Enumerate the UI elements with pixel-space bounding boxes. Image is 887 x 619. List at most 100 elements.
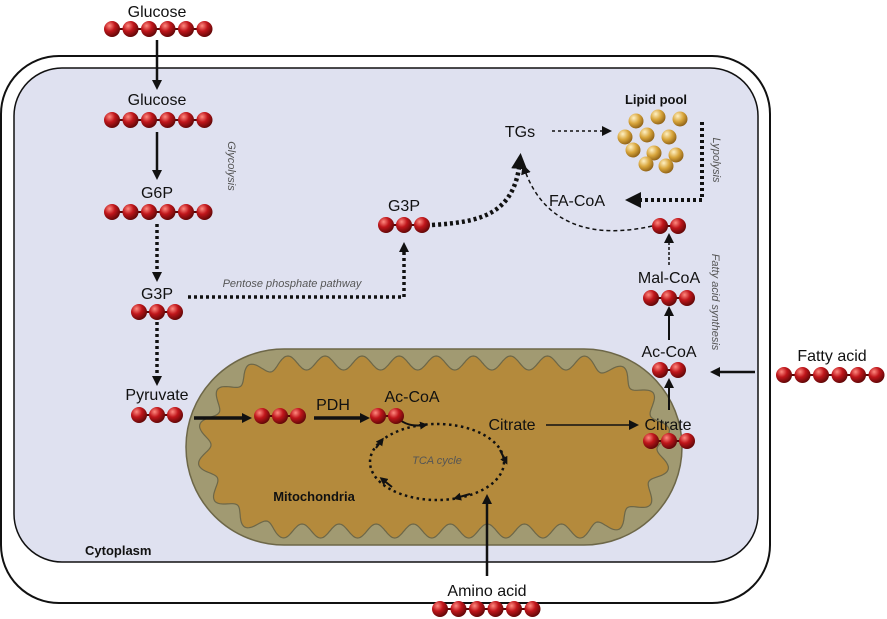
label-fa-coa: FA-CoA — [549, 193, 605, 210]
chain-glucose-outside-bead — [196, 21, 213, 37]
chain-fatty-acid-bead — [794, 367, 811, 383]
chain-glucose-inside-bead — [196, 112, 213, 128]
chain-g3p-top — [378, 217, 430, 233]
chain-citrate-cyto-bead — [679, 433, 695, 449]
label-amino-acid: Amino acid — [447, 583, 526, 600]
chain-g3p-left-bead — [131, 304, 147, 320]
label-lipid-pool: Lipid pool — [625, 92, 687, 107]
label-mitochondria: Mitochondria — [273, 489, 355, 504]
lipid-droplets — [617, 109, 688, 174]
tca-arrow-4 — [375, 437, 384, 449]
label-glucose-outside: Glucose — [128, 4, 187, 21]
label-citrate-cyto: Citrate — [644, 417, 691, 434]
chain-pyruvate — [131, 407, 183, 423]
chain-ac-coa-cyto-bead — [670, 362, 686, 378]
chain-pyruvate-bead — [131, 407, 147, 423]
label-g3p-left: G3P — [141, 286, 173, 303]
chain-fatty-acid — [776, 367, 885, 383]
chain-mal-coa — [643, 290, 695, 306]
lipid-droplet — [650, 109, 666, 125]
chain-glucose-outside — [104, 21, 213, 37]
label-pdh: PDH — [316, 397, 350, 414]
chain-g3p-left — [131, 304, 183, 320]
chain-g6p-bead — [104, 204, 120, 220]
chain-glucose-inside — [104, 112, 213, 128]
chain-pyruvate-bead — [167, 407, 183, 423]
chain-mal-coa-bead — [643, 290, 659, 306]
chain-glucose-outside-bead — [159, 21, 176, 37]
bead-chains — [104, 21, 885, 617]
arrow-ppp — [188, 242, 409, 299]
chain-g6p-bead — [178, 204, 194, 220]
chain-mito-pyruvate-bead — [272, 408, 288, 424]
chain-g3p-top-bead — [396, 217, 412, 233]
label-pentose-phosphate: Pentose phosphate pathway — [223, 278, 363, 290]
chain-glucose-inside-bead — [141, 112, 157, 128]
chain-ac-coa-mito-bead — [388, 408, 404, 424]
label-g3p-top: G3P — [388, 198, 420, 215]
chain-g6p-bead — [122, 204, 139, 220]
chain-amino-acid-bead — [524, 601, 541, 617]
chain-glucose-inside-bead — [104, 112, 120, 128]
chain-g6p-bead — [196, 204, 213, 220]
chain-g3p-left-bead — [167, 304, 183, 320]
arrow-acoa-cycle — [399, 419, 428, 430]
chain-ac-coa-mito-bead — [370, 408, 386, 424]
chain-ac-coa-mito — [370, 408, 404, 424]
chain-mito-pyruvate — [254, 408, 306, 424]
mitochondrion-inner — [197, 355, 671, 539]
label-pyruvate: Pyruvate — [125, 387, 188, 404]
label-glycolysis: Glycolysis — [225, 141, 237, 191]
chain-glucose-outside-bead — [122, 21, 139, 37]
chain-glucose-outside-bead — [104, 21, 120, 37]
arrow-g3p-tgs — [431, 153, 528, 228]
chain-glucose-outside-bead — [178, 21, 194, 37]
lipid-droplet — [661, 129, 677, 145]
chain-amino-acid-bead — [432, 601, 448, 617]
arrow-lypolysis — [625, 122, 704, 208]
chain-g3p-top-bead — [414, 217, 430, 233]
chain-fatty-acid-bead — [813, 367, 829, 383]
tca-arrow-3 — [379, 477, 393, 488]
label-ac-coa-cyto: Ac-CoA — [641, 344, 696, 361]
chain-fa-two — [652, 218, 686, 234]
lipid-droplet — [658, 158, 674, 174]
chain-glucose-inside-bead — [159, 112, 176, 128]
chain-ac-coa-cyto — [652, 362, 686, 378]
chain-fatty-acid-bead — [868, 367, 885, 383]
lipid-droplet — [625, 142, 641, 158]
chain-g6p-bead — [159, 204, 176, 220]
chain-amino-acid-bead — [450, 601, 467, 617]
chain-mal-coa-bead — [661, 290, 677, 306]
label-fatty-acid: Fatty acid — [797, 348, 866, 365]
label-g6p: G6P — [141, 185, 173, 202]
lipid-droplet — [617, 129, 633, 145]
chain-fa-two-bead — [652, 218, 668, 234]
arrow-fa-tgs — [521, 164, 653, 232]
chain-fatty-acid-bead — [850, 367, 866, 383]
chain-ac-coa-cyto-bead — [652, 362, 668, 378]
label-tca-cycle: TCA cycle — [412, 455, 462, 467]
lipid-droplet — [668, 147, 684, 163]
label-glucose-inside: Glucose — [128, 92, 187, 109]
label-mal-coa: Mal-CoA — [638, 270, 701, 287]
chain-mal-coa-bead — [679, 290, 695, 306]
chain-amino-acid-bead — [487, 601, 504, 617]
tca-arrow-2 — [453, 492, 471, 501]
chain-citrate-cyto — [643, 433, 695, 449]
label-cytoplasm: Cytoplasm — [85, 543, 151, 558]
label-fatty-acid-synthesis: Fatty acid synthesis — [709, 254, 721, 351]
chain-mito-pyruvate-bead — [254, 408, 270, 424]
chain-fatty-acid-bead — [831, 367, 848, 383]
chain-fatty-acid-bead — [776, 367, 792, 383]
chain-glucose-inside-bead — [178, 112, 194, 128]
lipid-droplet — [639, 127, 655, 143]
label-citrate-mito: Citrate — [488, 417, 535, 434]
chain-glucose-inside-bead — [122, 112, 139, 128]
chain-fa-two-bead — [670, 218, 686, 234]
lipid-droplet — [672, 111, 688, 127]
chain-g3p-left-bead — [149, 304, 165, 320]
label-lypolysis: Lypolysis — [710, 137, 722, 183]
